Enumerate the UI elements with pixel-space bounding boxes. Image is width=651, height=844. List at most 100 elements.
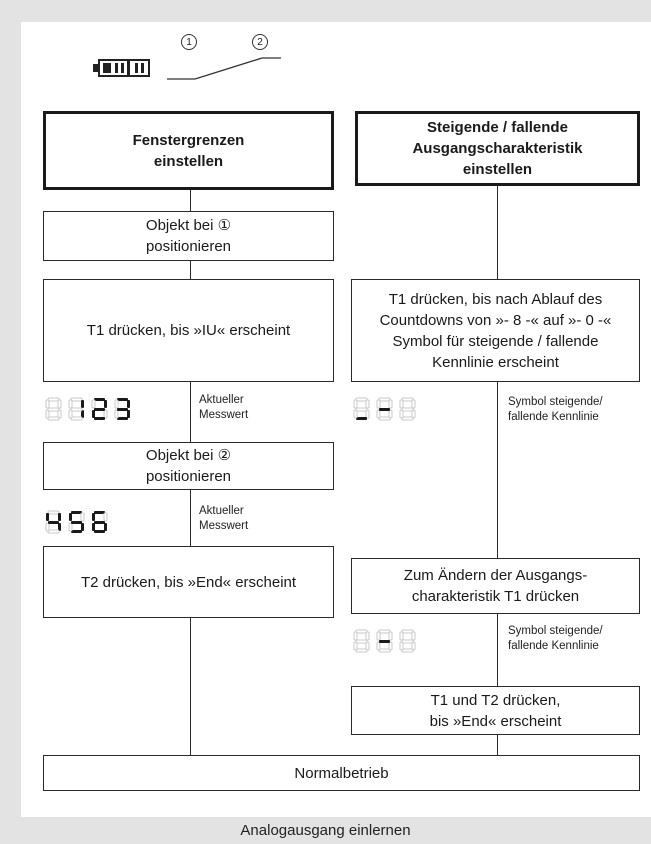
right-step-change-text: Zum Ändern der Ausgangs- charakteristik … xyxy=(403,567,588,605)
position-1-marker: 1 xyxy=(181,34,197,50)
display-123 xyxy=(45,397,130,421)
segment-b xyxy=(411,399,416,409)
diagram-panel: 1 2 Fenstergrenzen einstellen Objekt bei… xyxy=(21,22,651,817)
right-step-end: T1 und T2 drücken, bis »End« erscheint xyxy=(351,686,640,735)
segment-c xyxy=(104,523,107,531)
normal-operation-box: Normalbetrieb xyxy=(43,755,640,791)
segment-d xyxy=(94,530,105,533)
sensor-icon xyxy=(93,59,150,77)
segment-a xyxy=(47,510,60,515)
segment-d xyxy=(71,530,82,533)
segment-c xyxy=(81,410,84,418)
segment-g xyxy=(70,407,83,412)
segment-f xyxy=(68,399,73,409)
left-step-t1: T1 drücken, bis »IU« erscheint xyxy=(43,279,334,382)
right-header-box: Steigende / fallende Ausgangscharakteris… xyxy=(355,111,640,186)
segment-c xyxy=(103,409,108,419)
left-step-t2: T2 drücken, bis »End« erscheint xyxy=(43,546,334,618)
right-header-text: Steigende / fallende Ausgangscharakteris… xyxy=(412,119,583,178)
segment-c xyxy=(127,410,130,418)
segment-a xyxy=(47,397,60,402)
segment-a xyxy=(70,397,83,402)
segment-g xyxy=(48,521,59,524)
segment-g xyxy=(379,408,390,411)
segment-f xyxy=(45,399,50,409)
segment-d xyxy=(70,416,83,421)
segment-e xyxy=(114,409,119,419)
segment-e xyxy=(376,641,381,651)
switch-icon xyxy=(167,57,281,80)
segment-f xyxy=(353,399,358,409)
left-step-position-1-text: Objekt bei ① positionieren xyxy=(145,217,232,255)
segment-d xyxy=(401,648,414,653)
segment-a xyxy=(401,397,414,402)
segment-g xyxy=(94,521,105,524)
segment-a xyxy=(401,629,414,634)
segment-e xyxy=(92,410,95,418)
normal-operation-text: Normalbetrieb xyxy=(294,764,389,782)
left-display-2-note: Aktueller Messwert xyxy=(199,505,249,532)
segment-f xyxy=(376,631,381,641)
segment-d xyxy=(378,416,391,421)
left-step-position-2-text: Objekt bei ② positionieren xyxy=(145,447,232,485)
left-step-position-2: Objekt bei ② positionieren xyxy=(43,442,334,490)
segment-a xyxy=(94,511,105,514)
segment-g xyxy=(355,407,368,412)
left-header-text: Fenstergrenzen einstellen xyxy=(132,131,245,170)
left-step-t2-text: T2 drücken, bis »End« erscheint xyxy=(80,573,297,591)
segment-d xyxy=(355,648,368,653)
segment-d xyxy=(47,416,60,421)
segment-b xyxy=(104,400,107,408)
display-symbol-2 xyxy=(353,629,416,653)
segment-f xyxy=(376,399,381,409)
segment-b xyxy=(81,400,84,408)
position-2-marker: 2 xyxy=(252,34,268,50)
segment-g xyxy=(94,408,105,411)
right-step-end-text: T1 und T2 drücken, bis »End« erscheint xyxy=(429,691,562,730)
right-flow-line xyxy=(497,186,498,755)
segment-g xyxy=(401,639,414,644)
segment-e xyxy=(68,522,73,532)
segment-g xyxy=(355,639,368,644)
left-header-box: Fenstergrenzen einstellen xyxy=(43,111,334,190)
segment-b xyxy=(58,513,61,521)
segment-f xyxy=(353,631,358,641)
right-display-1-note: Symbol steigende/ fallende Kennlinie xyxy=(508,396,603,423)
segment-g xyxy=(379,640,390,643)
segment-a xyxy=(355,397,368,402)
segment-a xyxy=(355,629,368,634)
segment-e xyxy=(45,522,50,532)
left-step-t1-text: T1 drücken, bis »IU« erscheint xyxy=(86,322,291,339)
left-step-position-1: Objekt bei ① positionieren xyxy=(43,211,334,261)
right-step-change: Zum Ändern der Ausgangs- charakteristik … xyxy=(351,558,640,614)
segment-a xyxy=(94,398,105,401)
segment-d xyxy=(378,648,391,653)
segment-a xyxy=(378,397,391,402)
segment-d xyxy=(117,417,128,420)
segment-c xyxy=(58,523,61,531)
segment-e xyxy=(92,523,95,531)
segment-f xyxy=(91,399,96,409)
segment-f xyxy=(399,631,404,641)
segment-d xyxy=(94,417,105,420)
display-symbol-1 xyxy=(353,397,416,421)
segment-f xyxy=(69,513,72,521)
right-step-t1-text: T1 drücken, bis nach Ablauf des Countdow… xyxy=(379,290,612,371)
segment-b xyxy=(388,631,393,641)
segment-b xyxy=(388,399,393,409)
segment-a xyxy=(117,398,128,401)
segment-b xyxy=(365,631,370,641)
segment-a xyxy=(71,511,82,514)
segment-e xyxy=(376,409,381,419)
segment-b xyxy=(365,399,370,409)
segment-d xyxy=(401,416,414,421)
segment-a xyxy=(378,629,391,634)
segment-f xyxy=(114,399,119,409)
segment-d xyxy=(47,529,60,534)
segment-b xyxy=(127,400,130,408)
segment-g xyxy=(71,521,82,524)
display-456 xyxy=(45,510,108,534)
segment-b xyxy=(103,512,108,522)
right-step-t1: T1 drücken, bis nach Ablauf des Countdow… xyxy=(351,279,640,382)
